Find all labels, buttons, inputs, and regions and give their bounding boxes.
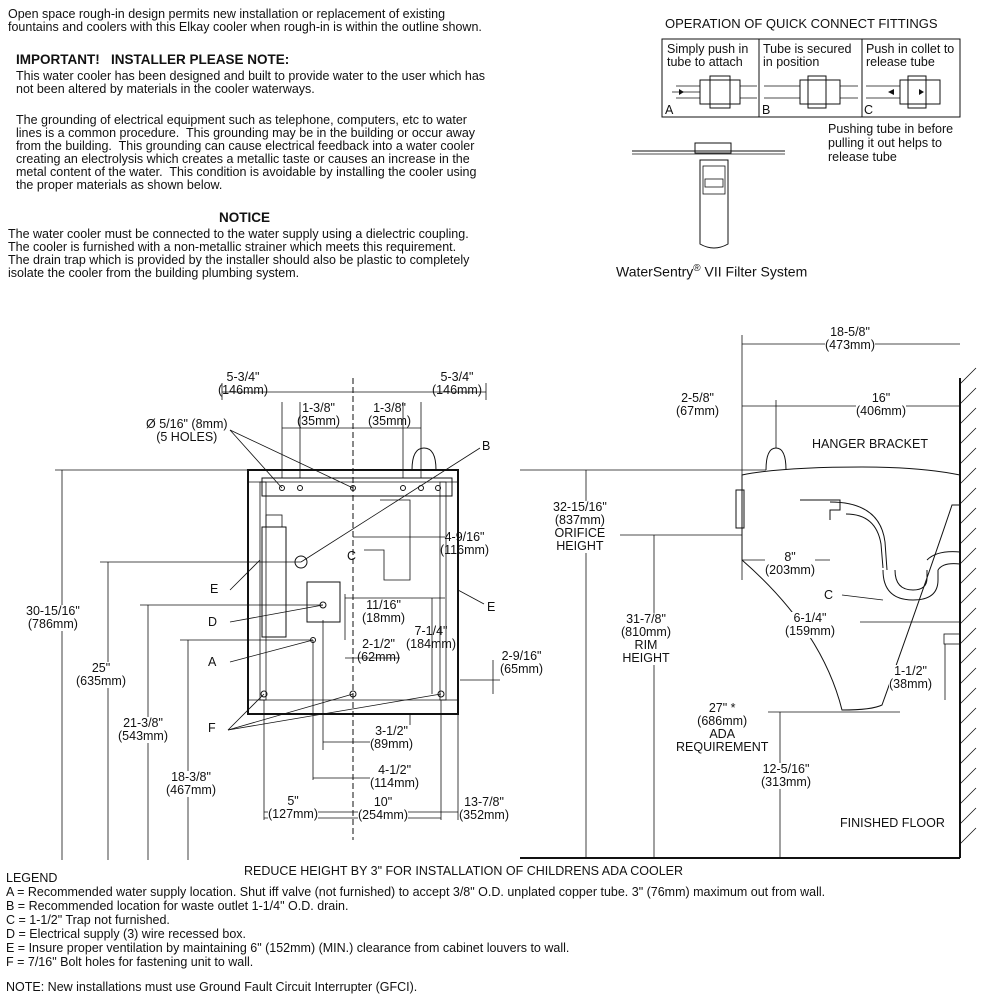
- fitting-a-letter: A: [665, 103, 674, 117]
- dim-5-3-4-right: 5-3/4"(146mm): [432, 370, 483, 397]
- important-p2-l5: metal content of the water. This conditi…: [16, 165, 477, 179]
- dim-1-3-8-right: 1-3/8"(35mm): [368, 401, 412, 428]
- dim-18-5-8: 18-5/8"(473mm): [825, 325, 876, 352]
- quick-connect-fittings-diagram: [661, 38, 961, 118]
- dim-10: 10"(254mm): [358, 795, 409, 822]
- dim-25: 25"(635mm): [76, 661, 127, 688]
- hanger-bracket-label: HANGER BRACKET: [812, 437, 928, 451]
- dim-18-3-8: 18-3/8"(467mm): [166, 770, 217, 797]
- dim-1-1-2: 1-1/2"(38mm): [889, 664, 933, 691]
- dim-21-3-8: 21-3/8"(543mm): [118, 716, 169, 743]
- fittings-note-3: release tube: [828, 150, 897, 164]
- important-p1-l1: This water cooler has been designed and …: [16, 69, 486, 83]
- important-p1-l2: not been altered by materials in the coo…: [16, 82, 315, 96]
- important-p2-l3: from the building. This grounding can ca…: [16, 139, 475, 153]
- label-b-front: B: [482, 439, 491, 453]
- fittings-note-2: pulling it out helps to: [828, 136, 942, 150]
- legend-e: E = Insure proper ventilation by maintai…: [6, 941, 570, 955]
- notice-heading: NOTICE: [219, 210, 271, 225]
- fittings-note-1: Pushing tube in before: [828, 122, 954, 136]
- fitting-c-text-2: release tube: [866, 55, 935, 69]
- label-f: F: [208, 721, 216, 735]
- legend-c: C = 1-1/2" Trap not furnished.: [6, 913, 170, 927]
- label-c-side: C: [824, 588, 834, 602]
- important-p2-l2: lines is a common procedure. This ground…: [16, 126, 476, 140]
- side-view-drawing: [520, 335, 977, 859]
- dim-13-7-8: 13-7/8"(352mm): [459, 795, 510, 822]
- fitting-a-text-1: Simply push in: [667, 42, 749, 56]
- label-c-front: C: [347, 549, 357, 563]
- dim-8: 8"(203mm): [765, 550, 816, 577]
- important-p2-l4: creating an electrolysis which creates a…: [16, 152, 470, 166]
- front-view-drawing: [55, 378, 500, 860]
- childrens-ada-note: REDUCE HEIGHT BY 3" FOR INSTALLATION OF …: [244, 864, 684, 878]
- fitting-c-letter: C: [864, 103, 874, 117]
- notice-l2: The cooler is furnished with a non-metal…: [8, 240, 457, 254]
- label-e-left: E: [210, 582, 219, 596]
- dim-30-15-16: 30-15/16"(786mm): [26, 604, 80, 631]
- gfci-note: NOTE: New installations must use Ground …: [6, 980, 418, 994]
- important-heading: IMPORTANT! INSTALLER PLEASE NOTE:: [16, 52, 290, 67]
- legend-d: D = Electrical supply (3) wire recessed …: [6, 927, 247, 941]
- legend-title: LEGEND: [6, 871, 58, 885]
- dim-5-3-4-left: 5-3/4"(146mm): [218, 370, 269, 397]
- notice-l4: isolate the cooler from the building plu…: [8, 266, 300, 280]
- important-p2-l1: The grounding of electrical equipment su…: [16, 113, 467, 127]
- notice-l3: The drain trap which is provided by the …: [8, 253, 470, 267]
- watersentry-filter-illustration: [632, 142, 785, 249]
- notice-l1: The water cooler must be connected to th…: [8, 227, 469, 241]
- label-a: A: [208, 655, 217, 669]
- dim-4-1-2: 4-1/2"(114mm): [370, 763, 420, 790]
- filter-caption: WaterSentry® VII Filter System: [616, 263, 808, 280]
- label-e-right: E: [487, 600, 496, 614]
- dim-16: 16"(406mm): [856, 391, 907, 418]
- important-p2-l6: the proper materials as shown below.: [16, 178, 223, 192]
- dim-5: 5"(127mm): [268, 794, 319, 821]
- label-d: D: [208, 615, 218, 629]
- legend-a: A = Recommended water supply location. S…: [6, 885, 826, 899]
- bolt-holes-note: Ø 5/16" (8mm)(5 HOLES): [146, 417, 228, 444]
- legend-f: F = 7/16" Bolt holes for fastening unit …: [6, 955, 254, 969]
- dim-3-1-2: 3-1/2"(89mm): [370, 724, 414, 751]
- dim-12-5-16: 12-5/16"(313mm): [761, 762, 812, 789]
- finished-floor-label: FINISHED FLOOR: [840, 816, 945, 830]
- dim-6-1-4: 6-1/4"(159mm): [785, 611, 836, 638]
- fitting-b-text-1: Tube is secured: [763, 42, 852, 56]
- fittings-title: OPERATION OF QUICK CONNECT FITTINGS: [665, 16, 938, 31]
- fitting-b-letter: B: [762, 103, 771, 117]
- intro-line-2: fountains and coolers with this Elkay co…: [8, 20, 482, 34]
- fitting-a-text-2: tube to attach: [667, 55, 743, 69]
- dim-7-1-4: 7-1/4"(184mm): [406, 624, 457, 651]
- legend-b: B = Recommended location for waste outle…: [6, 899, 349, 913]
- dim-2-1-2: 2-1/2"(62mm): [357, 637, 401, 664]
- dim-11-16: 11/16"(18mm): [362, 598, 406, 625]
- dim-1-3-8-left: 1-3/8"(35mm): [297, 401, 341, 428]
- fitting-b-text-2: in position: [763, 55, 820, 69]
- dim-4-9-16: 4-9/16"(116mm): [440, 530, 490, 557]
- fitting-c-text-1: Push in collet to: [866, 42, 955, 56]
- intro-line-1: Open space rough-in design permits new i…: [8, 7, 446, 21]
- dim-2-9-16: 2-9/16"(65mm): [500, 649, 544, 676]
- dim-2-5-8: 2-5/8"(67mm): [676, 391, 720, 418]
